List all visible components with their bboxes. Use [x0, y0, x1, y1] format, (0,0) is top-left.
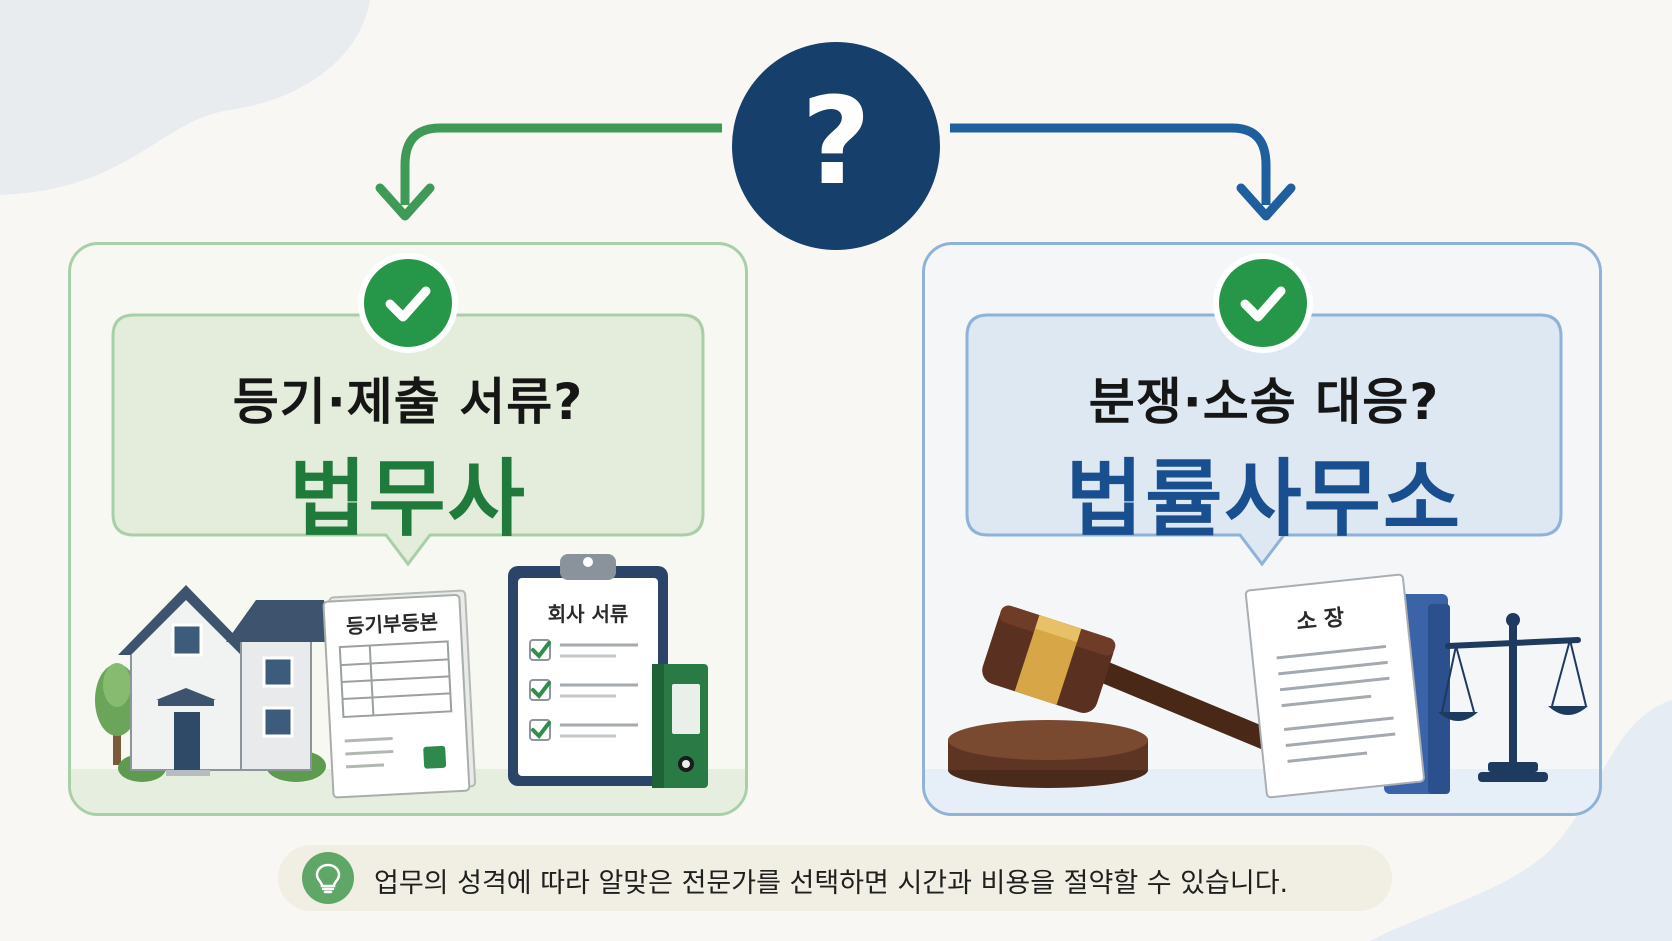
question-mark: ? [801, 73, 871, 212]
background-blob-top-left [0, 0, 370, 195]
arrow-right-head [1236, 183, 1296, 221]
complaint-document-icon [1244, 573, 1425, 799]
arrow-left [400, 123, 722, 205]
house-icon [95, 585, 331, 782]
left-title: 등기·제출 서류? [232, 373, 584, 431]
question-icon: ? [732, 42, 940, 250]
footer-tip: 업무의 성격에 따라 알맞은 전문가를 선택하면 시간과 비용을 절약할 수 있… [278, 845, 1392, 911]
connector-arrows [375, 123, 1296, 221]
background-blob-bottom-right [1370, 700, 1672, 941]
clipboard-label: 회사 서류 [547, 602, 629, 626]
scales-icon [1438, 613, 1588, 782]
bubble-legal-scrivener: 등기·제출 서류? 법무사 [110, 312, 706, 580]
complaint-document-label: 소 장 [1295, 605, 1346, 636]
right-title: 분쟁·소송 대응? [1088, 373, 1440, 431]
footer-text: 업무의 성격에 따라 알맞은 전문가를 선택하면 시간과 비용을 절약할 수 있… [374, 868, 1289, 899]
clipboard-icon [508, 554, 668, 786]
lightbulb-icon [302, 852, 354, 904]
speech-bubble-shape [111, 313, 705, 567]
bubble-law-firm: 분쟁·소송 대응? 법률사무소 [964, 312, 1564, 580]
left-main-label: 법무사 [289, 450, 527, 548]
arrow-left-head [375, 183, 435, 221]
check-icon [358, 253, 458, 353]
registry-document-icon [322, 589, 477, 799]
right-main-label: 법률사무소 [1065, 450, 1463, 548]
check-icon [1213, 253, 1313, 353]
gavel-icon [948, 605, 1268, 788]
registry-document-label: 등기부등본 [345, 609, 439, 639]
speech-bubble-shape [965, 313, 1563, 567]
arrow-right [950, 123, 1271, 205]
binder-icon [652, 664, 708, 788]
